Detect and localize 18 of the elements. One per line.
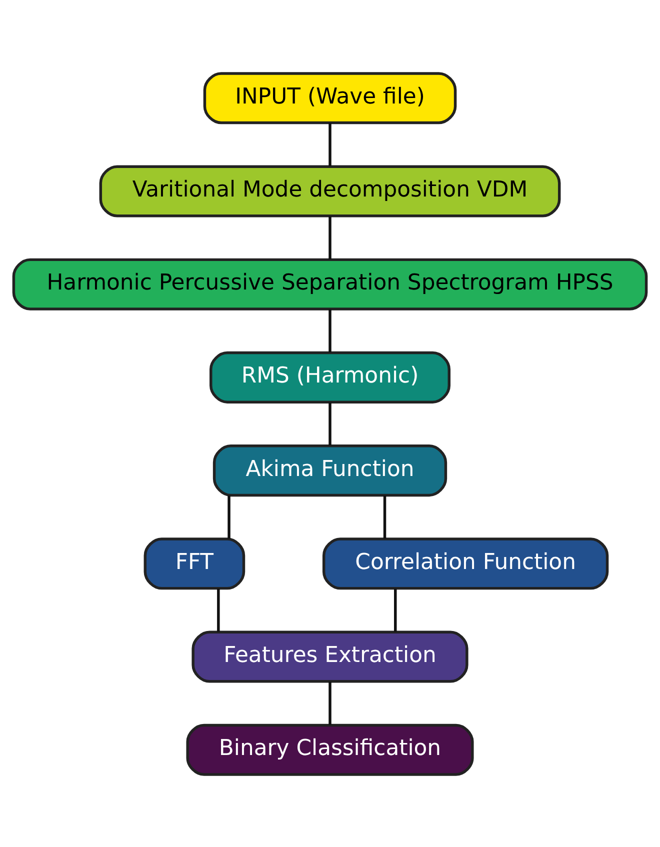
connector bbox=[328, 681, 332, 724]
node-box: Features Extraction bbox=[192, 630, 468, 682]
node-box: Binary Classification bbox=[186, 723, 474, 776]
node-box: Varitional Mode decomposition VDM bbox=[99, 164, 561, 217]
node-box: INPUT (Wave file) bbox=[203, 72, 457, 124]
node-box: Harmonic Percussive Separation Spectrogram HPSS bbox=[12, 258, 648, 310]
connector bbox=[383, 495, 386, 538]
connector bbox=[328, 122, 332, 166]
node-box: FFT bbox=[144, 537, 246, 590]
connector bbox=[394, 588, 397, 632]
connector bbox=[328, 402, 332, 446]
node-box: Akima Function bbox=[212, 444, 448, 496]
connector bbox=[228, 495, 230, 538]
connector bbox=[328, 216, 332, 259]
node-box: RMS (Harmonic) bbox=[210, 350, 450, 403]
connector bbox=[217, 588, 220, 632]
connector bbox=[328, 308, 332, 352]
node-box: Correlation Function bbox=[322, 537, 609, 590]
